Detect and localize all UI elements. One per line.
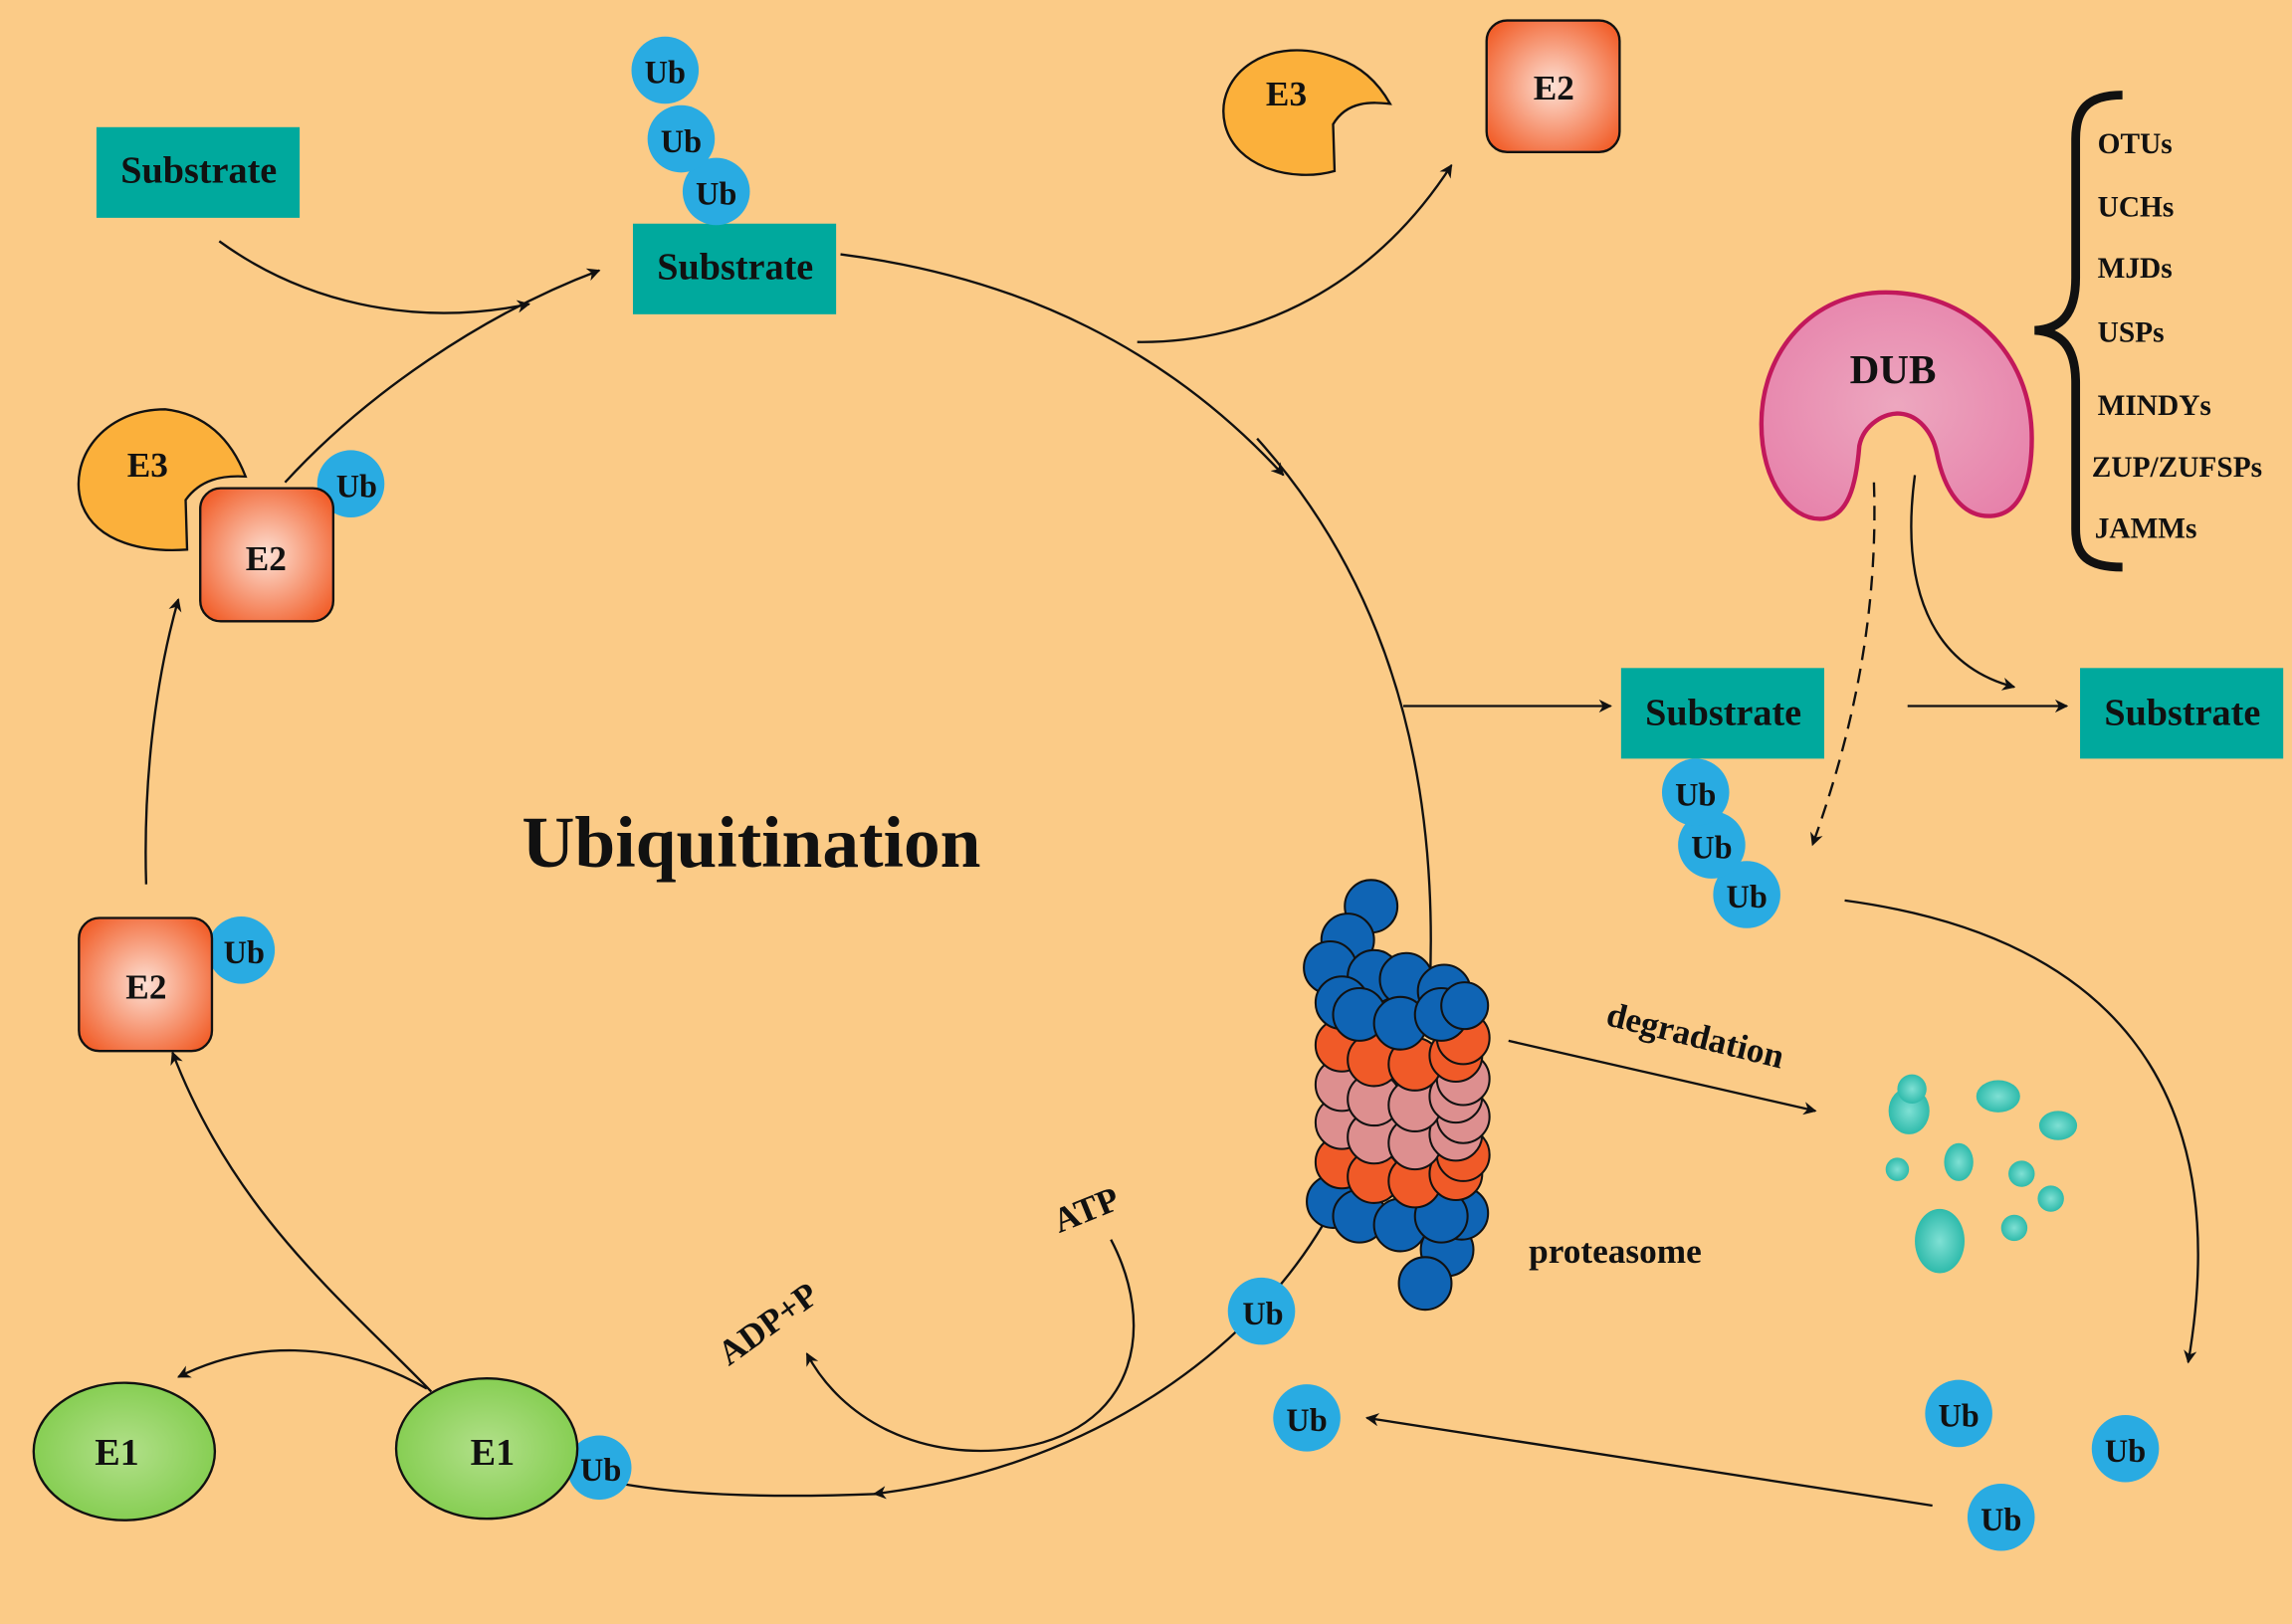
e2-label: E2 [125,967,166,1006]
svg-text:Ub: Ub [224,934,265,970]
ub-molecule: Ub [1661,758,1730,826]
ub-molecule: Ub [566,1435,632,1501]
e2-label: E2 [1534,69,1574,107]
substrate-deubiquitinated: Substrate [2080,668,2284,759]
arrow-atp-to-adp [805,1239,1136,1453]
arrow-dub-dashed [1810,482,1876,847]
ub-free-molecules: Ub Ub Ub Ub Ub Ub Ub Ub [207,450,2160,1551]
arrow-e1-to-e2 [170,1051,433,1393]
ub-molecule: Ub [1678,811,1746,879]
arrow-cycle-right-continue [1256,437,1432,994]
cycle-connectors [144,163,2199,1508]
ub-molecule: Ub [316,450,385,518]
svg-text:Ub: Ub [2105,1433,2146,1469]
ub-molecule: Ub [1713,861,1780,928]
degraded-peptides [1885,1074,2078,1274]
ub-molecule: Ub [682,157,750,226]
arrow-e1-ub-bottom [621,1482,878,1498]
arrow-cycle-right-down [840,253,1285,477]
e1-label: E1 [95,1432,139,1474]
ub-molecule: Ub [647,104,716,173]
ub-molecule: Ub [631,36,700,104]
proteasome-label: proteasome [1529,1232,1702,1271]
substrate-free: Substrate [96,126,301,218]
ub-molecule: Ub [1227,1277,1296,1345]
svg-text:Ub: Ub [661,123,702,159]
dub-label: DUB [1850,346,1937,392]
atp-label: ATP [1048,1179,1126,1241]
dub-family-list: OTUs UCHs MJDs USPs MINDYs ZUP/ZUFSPs JA… [2092,128,2262,544]
e2-enzyme-with-ub: E2 [78,916,214,1053]
svg-text:Ub: Ub [696,176,736,212]
ub-chain-under-substrate: Ub Ub Ub [1661,758,1780,928]
arrow-dub-to-substrate [1910,475,2016,691]
arrow-ub-recycle-left [1364,1413,1933,1508]
dub-enzyme: DUB [1759,290,2034,521]
dub-family-item: MINDYs [2098,390,2211,422]
svg-text:Ub: Ub [580,1452,621,1488]
arrow-cycle-left-up [144,597,182,885]
e1-enzyme-free: E1 [32,1381,217,1522]
substrate-label: Substrate [657,247,813,289]
e3-label: E3 [1266,75,1307,113]
e2-enzyme-with-e3: E2 [199,487,335,623]
e1-label: E1 [471,1432,516,1474]
svg-text:Ub: Ub [1727,879,1768,914]
ub-molecule: Ub [2091,1414,2160,1483]
e2-label: E2 [246,539,287,578]
dub-family-item: OTUs [2098,128,2173,160]
arrow-substrate-release-e3e2 [1137,163,1453,343]
dub-family-brace [2034,91,2123,572]
svg-text:Ub: Ub [1675,776,1716,812]
diagram-title: Ubiquitination [521,802,980,883]
proteasome-top-cap [1303,879,1490,1051]
dub-family-item: ZUP/ZUFSPs [2092,452,2262,484]
substrate-label: Substrate [2104,693,2260,734]
proteasome [1303,879,1491,1312]
ub-chain-on-substrate: Ub Ub Ub [631,36,750,226]
e1-enzyme-with-ub: E1 [394,1377,579,1521]
e3-label: E3 [127,446,168,485]
e3-enzyme-left: E3 [77,408,248,551]
arrow-degradation [1508,1039,1817,1116]
ub-molecule: Ub [1967,1483,2035,1551]
substrate-in-cycle: Substrate [632,223,837,314]
substrate-label: Substrate [120,150,277,192]
ub-molecule: Ub [1273,1384,1341,1452]
svg-text:Ub: Ub [1938,1398,1979,1434]
svg-text:Ub: Ub [336,468,377,504]
svg-text:Ub: Ub [1286,1402,1327,1438]
arrow-free-substrate-in [218,240,530,314]
e3-enzyme-top: E3 [1222,49,1392,176]
dub-family-item: JAMMs [2095,513,2197,545]
substrate-ubiquitinated: Substrate [1620,668,1824,759]
ub-molecule: Ub [1925,1379,1992,1448]
dub-family-item: MJDs [2098,253,2173,285]
svg-text:Ub: Ub [1691,829,1732,865]
degradation-label: degradation [1603,995,1789,1077]
e2-enzyme-top: E2 [1485,19,1621,153]
dub-family-item: UCHs [2098,191,2175,223]
svg-text:Ub: Ub [1980,1502,2021,1537]
substrate-label: Substrate [1645,693,1801,734]
arrow-proteasome-to-e1 [873,1224,1325,1500]
arrow-e1-release [177,1348,428,1390]
svg-text:Ub: Ub [1242,1296,1283,1331]
arrow-e2e3-to-substrate [284,268,601,484]
ub-molecule: Ub [207,916,276,984]
svg-text:Ub: Ub [645,55,686,91]
arrow-ub-recycle-down [1844,899,2199,1364]
dub-family-item: USPs [2098,317,2165,349]
